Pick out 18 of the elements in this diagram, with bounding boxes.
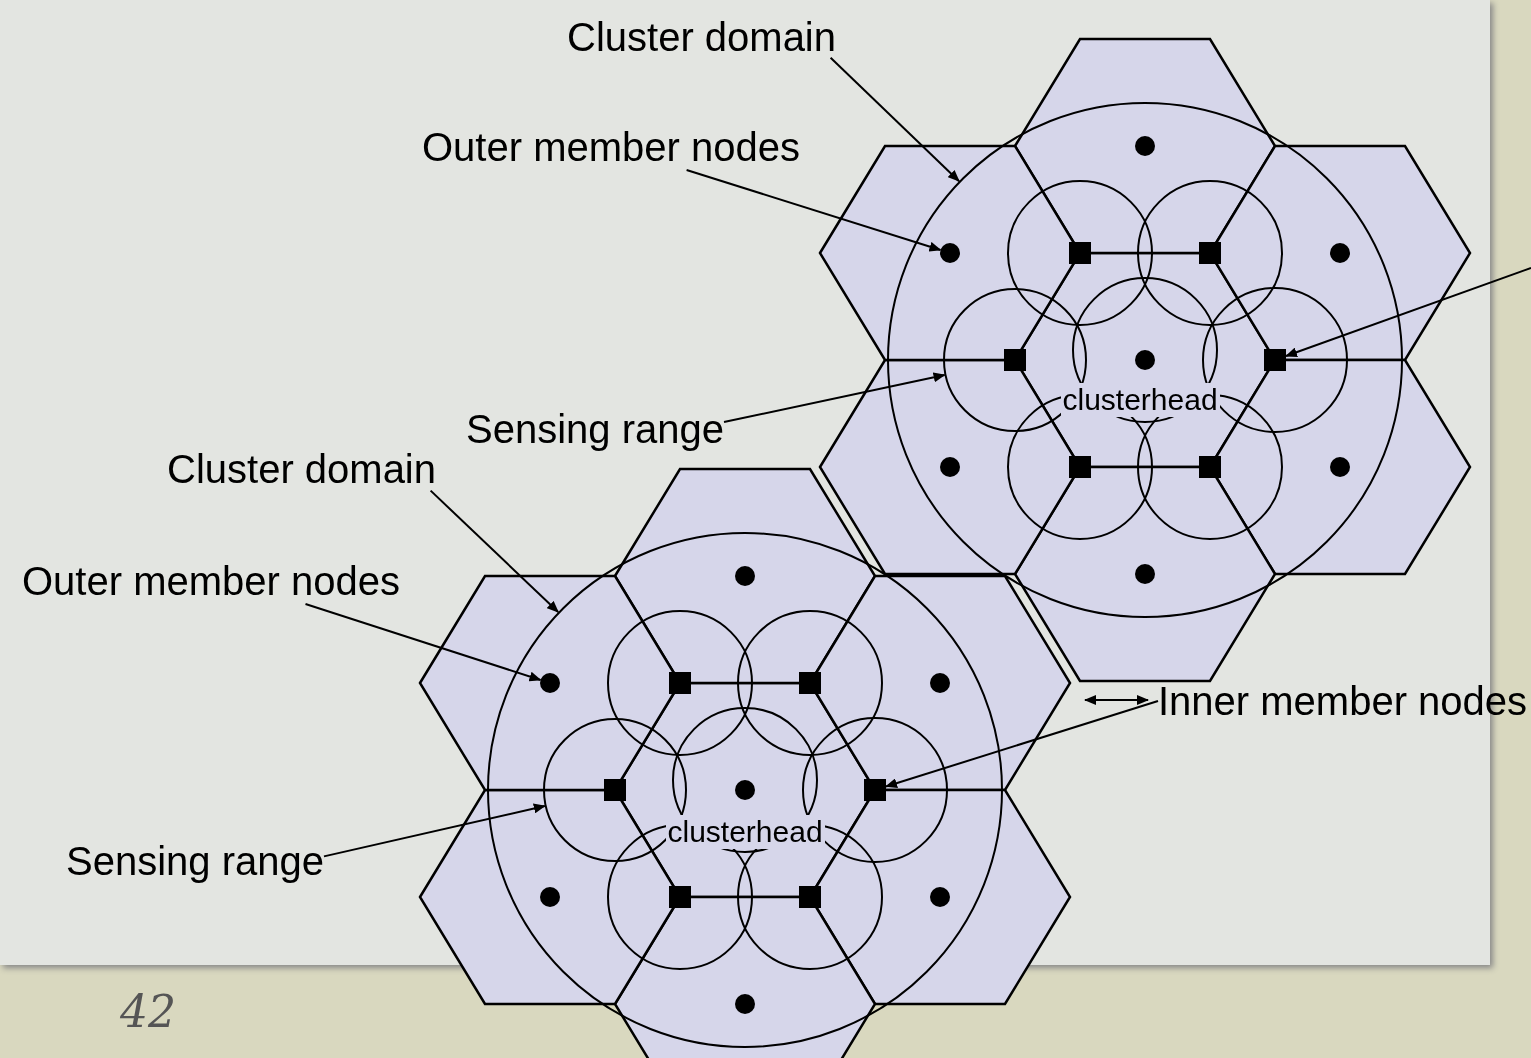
page-number: 42 xyxy=(120,988,176,1036)
leader-line xyxy=(885,700,1159,788)
leader-line xyxy=(723,372,946,424)
callout-label: Outer member nodes xyxy=(22,558,400,604)
leader-line xyxy=(304,603,542,682)
leader-line xyxy=(685,169,942,252)
leader-line xyxy=(1285,267,1531,358)
callout-label: Sensing range xyxy=(66,838,324,884)
clusterhead-label: clusterhead xyxy=(665,815,825,849)
callout-label: Inner member nodes xyxy=(1158,678,1528,724)
leader-line xyxy=(323,803,546,858)
callout-label: Cluster domain xyxy=(167,446,436,492)
clusterhead-label: clusterhead xyxy=(1060,383,1220,417)
leader-line xyxy=(829,56,961,183)
callout-label: Sensing range xyxy=(466,406,724,452)
callout-label: Outer member nodes xyxy=(422,124,800,170)
callout-label: Cluster domain xyxy=(567,14,836,60)
leader-line xyxy=(429,489,560,614)
